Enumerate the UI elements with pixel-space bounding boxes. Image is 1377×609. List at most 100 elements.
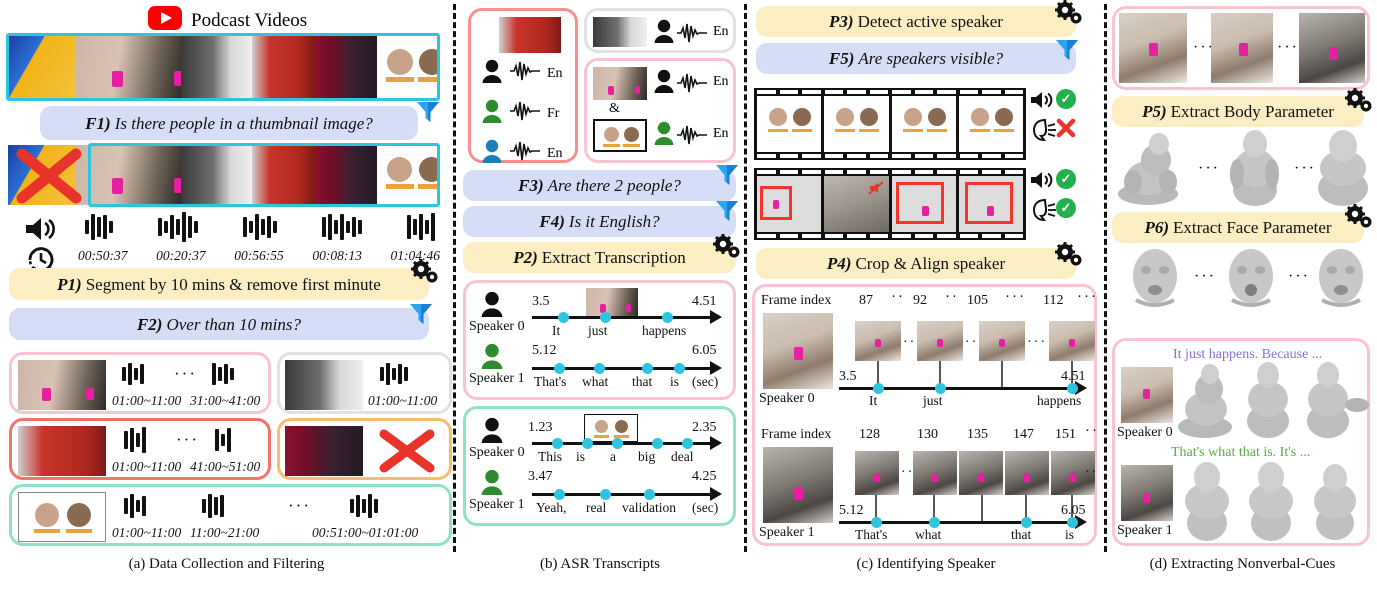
body-mesh — [1177, 363, 1239, 444]
waveform — [243, 210, 277, 244]
gear-icon — [1344, 204, 1374, 230]
thumbnail — [180, 145, 253, 205]
language-label: En — [713, 74, 729, 89]
segment-row: 01:00~11:00 — [277, 352, 452, 414]
panel-d: ··· ··· P5) Extract Body Parameter ··· ·… — [1108, 0, 1377, 575]
step-tag: F4) — [539, 212, 565, 231]
panel-a: Podcast Videos F1) Is there people in a … — [0, 0, 453, 575]
step-p2[interactable]: P2) Extract Transcription — [463, 242, 736, 273]
word-marker — [594, 363, 605, 374]
word: It — [869, 393, 878, 408]
waveform-icon — [677, 124, 707, 151]
step-text: Is it English? — [568, 212, 660, 231]
language-group-single: En — [584, 8, 736, 53]
nonverbal-cue-block: It just happens. Because ... Speaker 0 T… — [1112, 338, 1370, 546]
waveform — [85, 210, 113, 244]
segment-row: ··· 01:00~11:00 41:00~51:00 — [9, 418, 271, 480]
step-text: Detect active speaker — [857, 12, 1003, 31]
speaker-label: Speaker 1 — [759, 525, 815, 540]
step-tag: P5) — [1142, 102, 1167, 121]
speaker1-portrait — [1121, 465, 1173, 521]
word: that — [632, 374, 653, 389]
face-mesh-row: ··· ··· — [1116, 248, 1368, 310]
word: what — [915, 527, 942, 542]
step-tag: P3) — [829, 12, 854, 31]
thumbnail — [8, 35, 77, 99]
frame-number: 105 — [967, 293, 988, 308]
face-mesh — [1222, 248, 1280, 313]
word-marker — [935, 383, 946, 394]
unit-label: (sec) — [692, 374, 719, 389]
thumbnail — [180, 35, 253, 99]
body-mesh — [1305, 463, 1367, 546]
waveform — [322, 210, 362, 244]
frame-cell — [824, 96, 889, 152]
funnel-icon — [415, 100, 441, 124]
word: That's — [855, 527, 888, 542]
word-marker — [929, 517, 940, 528]
waveform — [380, 361, 408, 387]
face-mesh — [1126, 248, 1184, 313]
end-time: 4.51 — [692, 294, 717, 309]
status-x-icon — [1056, 118, 1076, 142]
crop-frame — [855, 321, 901, 361]
word: is — [576, 449, 586, 464]
language-label: Fr — [547, 105, 560, 121]
waveform — [215, 427, 231, 453]
person-icon — [480, 469, 504, 500]
language-label: En — [547, 145, 563, 161]
step-p4[interactable]: P4) Crop & Align speaker — [756, 248, 1076, 279]
step-text: Crop & Align speaker — [855, 254, 1006, 273]
step-p1[interactable]: P1) Segment by 10 mins & remove first mi… — [9, 268, 429, 300]
gear-icon — [712, 234, 742, 260]
word-marker — [644, 489, 655, 500]
range-label: 11:00~21:00 — [190, 525, 260, 540]
step-f4[interactable]: F4) Is it English? — [463, 206, 736, 237]
transcript-block: Speaker 0 1.23 2.35 This is a big deal S… — [463, 406, 736, 526]
selection-box — [88, 143, 440, 207]
thumbnail — [377, 35, 438, 99]
panel-caption-b: (b) ASR Transcripts — [539, 556, 661, 572]
youtube-logo-icon — [148, 6, 182, 35]
word-marker — [652, 438, 663, 449]
step-p5[interactable]: P5) Extract Body Parameter — [1112, 96, 1364, 127]
range-label: 31:00~41:00 — [190, 393, 261, 408]
step-f2[interactable]: F2) Over than 10 mins? — [9, 308, 429, 340]
thumbnail — [76, 145, 181, 205]
gear-icon — [1344, 88, 1374, 114]
thumbnail — [252, 35, 315, 99]
panel-caption-a: (a) Data Collection and Filtering — [128, 556, 325, 572]
step-text: Extract Body Parameter — [1170, 102, 1334, 121]
step-p6[interactable]: P6) Extract Face Parameter — [1112, 212, 1364, 243]
word-marker — [1067, 383, 1078, 394]
start-time: 3.47 — [528, 469, 553, 484]
step-p3[interactable]: P3) Detect active speaker — [756, 6, 1076, 37]
start-time: 5.12 — [532, 343, 557, 358]
crop-frame — [1005, 451, 1049, 495]
step-text: Extract Face Parameter — [1172, 218, 1332, 237]
step-f1[interactable]: F1) Is there people in a thumbnail image… — [40, 106, 418, 140]
step-tag: P1) — [57, 274, 82, 294]
word: deal — [671, 449, 694, 464]
word: just — [588, 323, 608, 338]
step-f5[interactable]: F5) Are speakers visible? — [756, 43, 1076, 74]
header: Podcast Videos — [148, 6, 307, 35]
language-row: Fr — [481, 99, 563, 128]
thumbnail-row-unfiltered — [8, 35, 438, 99]
step-text: Extract Transcription — [541, 248, 686, 267]
frame-cell — [824, 176, 889, 232]
body-mesh — [1314, 130, 1372, 211]
reject-x-icon — [378, 429, 436, 478]
body-mesh-row: ··· ··· — [1114, 130, 1370, 208]
thumbnail — [314, 35, 378, 99]
duration: 00:50:37 — [78, 248, 128, 263]
duration: 00:20:37 — [156, 248, 206, 263]
person-icon — [481, 59, 503, 88]
status-check-icon: ✓ — [1056, 169, 1076, 189]
speaker-portrait — [763, 313, 833, 389]
frame-number: 151 — [1055, 427, 1076, 442]
speaker0-label: Speaker 0 — [1117, 425, 1173, 440]
word-marker — [600, 489, 611, 500]
step-f3[interactable]: F3) Are there 2 people? — [463, 170, 736, 201]
